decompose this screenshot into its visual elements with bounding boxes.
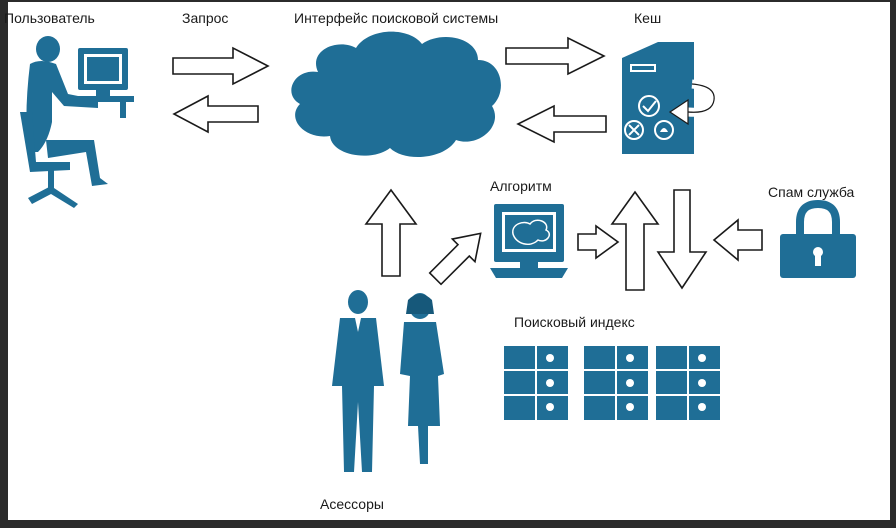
algorithm-label: Алгоритм xyxy=(490,178,552,194)
cache-label: Кеш xyxy=(634,10,662,26)
index-grid-icon xyxy=(504,346,720,420)
algorithm-to-index-arrow xyxy=(577,224,620,260)
user-label: Пользователь xyxy=(4,10,95,26)
algorithm-computer-icon xyxy=(490,204,568,278)
diagram-graphics: .fill { fill:#1f6e96; } .dark { fill:#16… xyxy=(20,31,856,472)
cache-to-index-arrow xyxy=(656,189,708,290)
assessors-icon xyxy=(332,290,444,472)
diagram-canvas: .fill { fill:#1f6e96; } .dark { fill:#16… xyxy=(4,2,890,520)
lock-icon xyxy=(780,199,856,278)
assessors-to-interface-arrow xyxy=(364,188,418,277)
user-at-computer-icon xyxy=(20,36,134,208)
request-arrow-right xyxy=(172,46,270,86)
request-label: Запрос xyxy=(182,10,229,26)
spam-service-label: Спам служба xyxy=(768,184,855,200)
index-to-cache-arrow xyxy=(610,190,660,291)
cache-to-cloud-arrow xyxy=(516,104,607,144)
search-index-label: Поисковый индекс xyxy=(514,314,635,330)
assessors-to-algorithm-arrow xyxy=(428,232,482,286)
search-interface-label: Интерфейс поисковой системы xyxy=(294,10,499,26)
cloud-to-cache-arrow xyxy=(505,36,606,76)
cache-server-icon xyxy=(622,42,719,154)
assessors-label: Асессоры xyxy=(320,496,384,512)
spam-to-index-arrow xyxy=(712,218,763,262)
response-arrow-left xyxy=(172,94,259,134)
cloud-icon xyxy=(291,31,501,158)
